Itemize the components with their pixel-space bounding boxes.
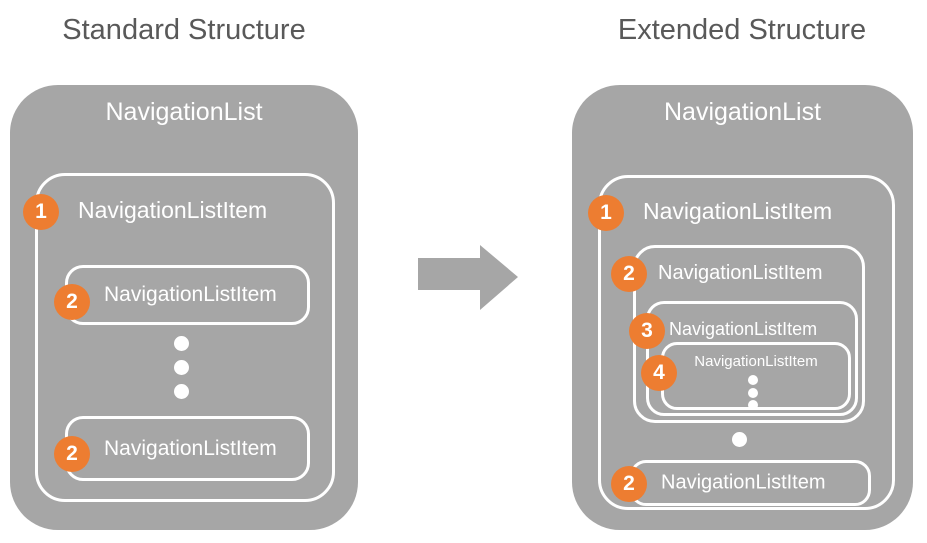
- ellipsis-dot: [748, 388, 758, 398]
- nav-item-label: NavigationListItem: [669, 319, 818, 339]
- nav-item-level1-box: 1 NavigationListItem 2 NavigationListIte…: [23, 173, 335, 502]
- nav-item-level2-box: 2 NavigationListItem: [54, 265, 310, 325]
- number-badge-2: 2: [54, 284, 90, 320]
- navigationlist-container-standard: NavigationList 1 NavigationListItem 2 Na…: [10, 85, 358, 530]
- standard-structure-heading: Standard Structure: [62, 14, 306, 46]
- nav-item-label: NavigationListItem: [78, 197, 268, 223]
- navigationlist-container-extended: NavigationList 1 NavigationListItem 2 Na…: [572, 85, 913, 530]
- number-badge-3: 3: [629, 313, 665, 349]
- nav-item-level3-box: 3 NavigationListItem 4 NavigationListIte…: [629, 301, 858, 416]
- ellipsis-dot: [174, 360, 189, 375]
- nav-item-label: NavigationListItem: [658, 262, 823, 284]
- nav-item-level2-box: 2 NavigationListItem: [611, 460, 871, 506]
- ellipsis-dot: [748, 375, 758, 385]
- nav-item-level2-box: 2 NavigationListItem 3 NavigationListIte…: [611, 245, 865, 423]
- right-arrow-icon: [418, 245, 518, 310]
- navigationlist-title: NavigationList: [663, 98, 822, 126]
- nav-item-label: NavigationListItem: [104, 436, 277, 460]
- number-badge-2: 2: [611, 466, 647, 502]
- extended-structure-heading: Extended Structure: [617, 14, 867, 46]
- ellipsis-dot: [748, 400, 758, 410]
- nav-item-label: NavigationListItem: [104, 283, 277, 306]
- number-badge-4: 4: [641, 355, 677, 391]
- number-badge-1: 1: [23, 194, 59, 230]
- number-badge-2: 2: [54, 436, 90, 472]
- nav-item-label: NavigationListItem: [694, 353, 818, 370]
- nav-item-level4-box: 4 NavigationListItem: [641, 342, 851, 410]
- number-badge-1: 1: [588, 195, 624, 231]
- ellipsis-dot: [174, 336, 189, 351]
- number-badge-2: 2: [611, 256, 647, 292]
- nav-item-label: NavigationListItem: [661, 471, 826, 494]
- ellipsis-dot: [174, 384, 189, 399]
- nav-item-level2-box: 2 NavigationListItem: [54, 416, 310, 481]
- nav-item-level1-box: 1 NavigationListItem 2 NavigationListIte…: [588, 175, 895, 510]
- navigationlist-title: NavigationList: [105, 98, 263, 126]
- ellipsis-dot: [732, 432, 747, 447]
- nav-item-label: NavigationListItem: [643, 198, 833, 224]
